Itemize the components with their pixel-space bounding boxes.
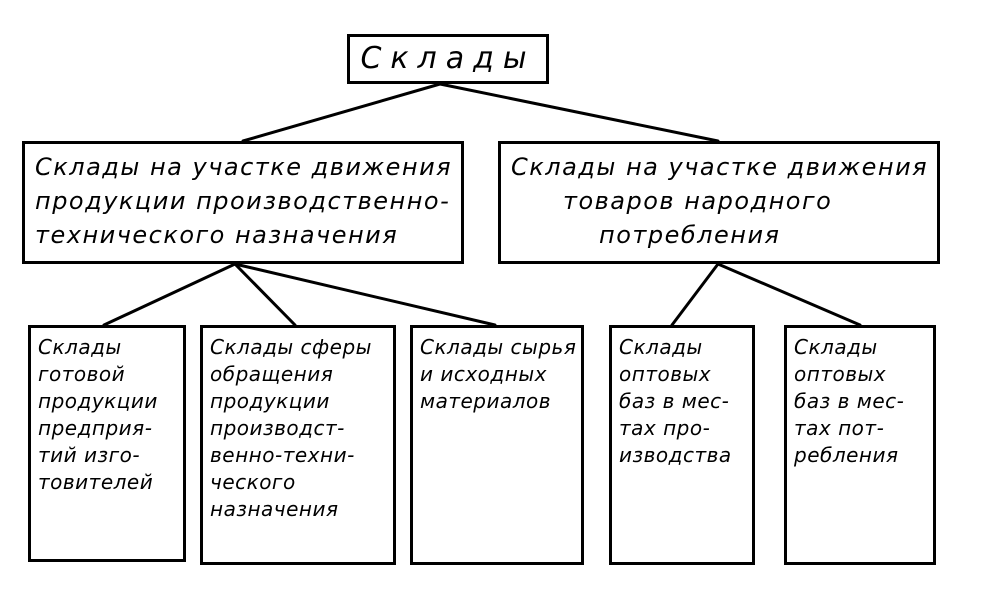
leaf-label-line: баз в мес- [794,389,905,413]
leaf-label-line: баз в мес- [619,389,730,413]
leaf-label-line: Склады [619,335,703,359]
leaf-label-line: обращения [210,362,334,386]
leaf-label-line: тах про- [619,416,711,440]
leaf-label-line: оптовых [619,362,712,386]
branch-box-production-technical: Склады на участке движения продукции про… [22,141,464,264]
leaf-box-wholesale-consumption: Склады оптовых баз в мес- тах пот- ребле… [784,325,936,565]
leaf-label-line: товителей [38,470,154,494]
leaf-label-line: и исходных [420,362,547,386]
branch-label-line: Склады на участке движения [35,153,453,181]
leaf-label-line: оптовых [794,362,887,386]
branch-label-line: Склады на участке движения [511,153,929,181]
leaf-box-wholesale-production: Склады оптовых баз в мес- тах про- извод… [609,325,755,565]
leaf-label-line: тий изго- [38,443,141,467]
leaf-label-line: Склады [794,335,878,359]
leaf-label-line: венно-техни- [210,443,355,467]
root-box-warehouses: Склады [347,34,549,84]
connector-root-to-consumer-branch [438,82,720,143]
leaf-label-line: готовой [38,362,126,386]
leaf-label-line: ребления [794,443,899,467]
connector-production-to-leaf-2 [233,262,297,327]
root-label: Склады [360,41,536,76]
leaf-label-line: ческого [210,470,296,494]
leaf-label-line: предприя- [38,416,153,440]
connector-consumer-to-leaf-5 [716,262,862,327]
leaf-box-finished-products: Склады готовой продукции предприя- тий и… [28,325,186,562]
branch-label-line: потребления [599,221,781,249]
leaf-label-line: материалов [420,389,552,413]
leaf-box-circulation-sphere: Склады сферы обращения продукции произво… [200,325,396,565]
leaf-label-line: изводства [619,443,732,467]
branch-label-line: технического назначения [35,221,399,249]
leaf-label-line: тах пот- [794,416,885,440]
leaf-label-line: Склады [38,335,122,359]
connector-production-to-leaf-3 [233,262,497,327]
branch-label-line: товаров народного [563,187,833,215]
leaf-label-line: Склады сырья [420,335,577,359]
leaf-label-line: производст- [210,416,345,440]
leaf-label-line: продукции [38,389,158,413]
connector-consumer-to-leaf-4 [670,262,720,327]
branch-label-line: продукции производственно- [35,187,451,215]
leaf-box-raw-materials: Склады сырья и исходных материалов [410,325,584,565]
leaf-label-line: продукции [210,389,330,413]
leaf-label-line: назначения [210,497,339,521]
branch-box-consumer-goods: Склады на участке движения товаров народ… [498,141,940,264]
leaf-label-line: Склады сферы [210,335,372,359]
connector-root-to-production-branch [241,82,442,143]
connector-production-to-leaf-1 [102,262,237,327]
